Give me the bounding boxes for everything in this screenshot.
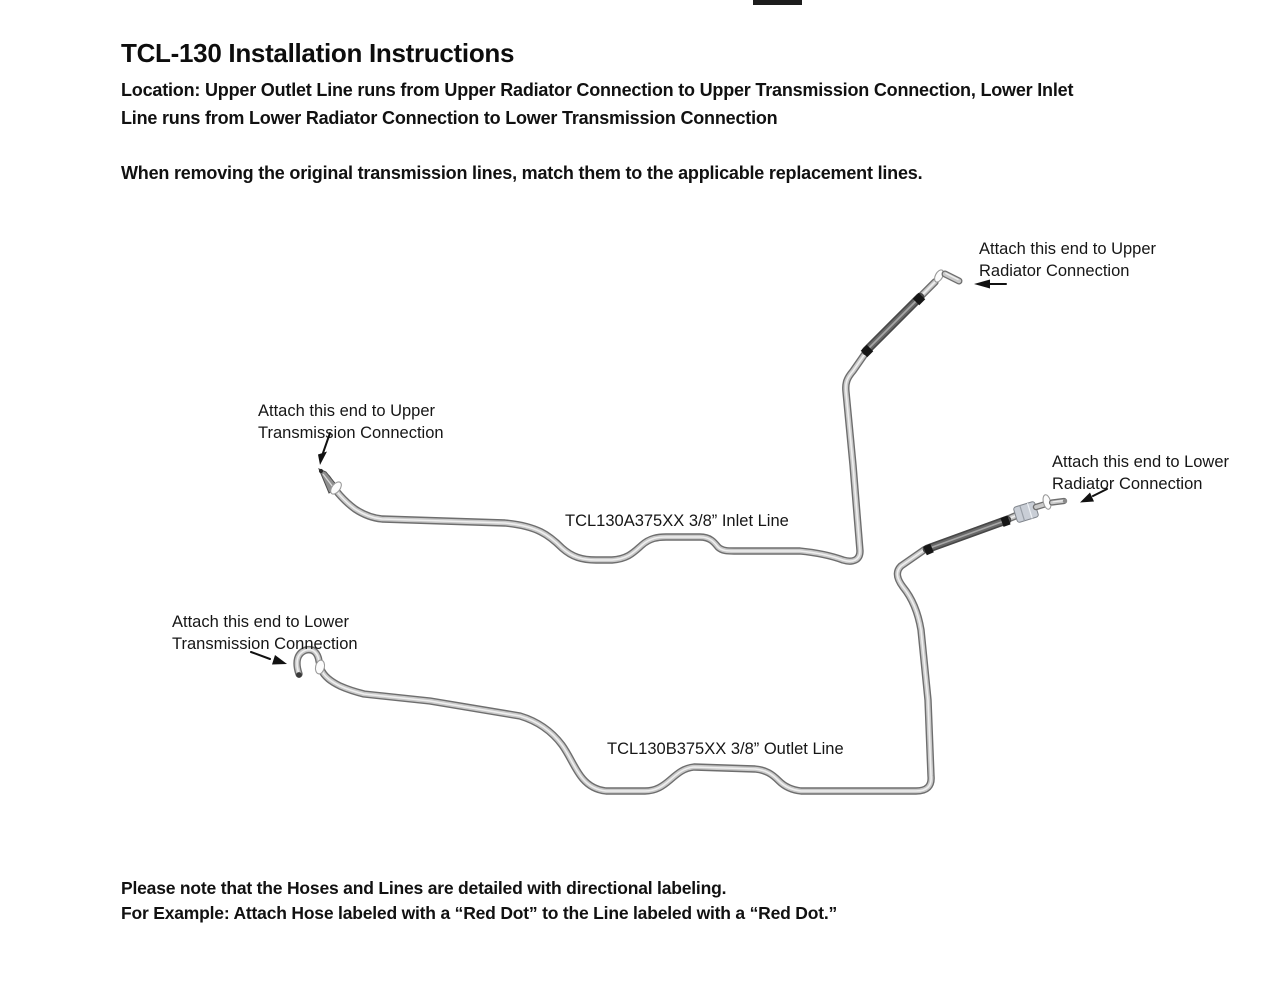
outlet-radiator-stub: [1048, 497, 1068, 506]
callout-lower-radiator-line2: Radiator Connection: [1052, 475, 1203, 493]
inlet-part-label: TCL130A375XX 3/8” Inlet Line: [565, 512, 789, 530]
outlet-radiator-fitting: [1013, 494, 1068, 523]
callout-upper-radiator: Attach this end to Upper Radiator Connec…: [979, 238, 1156, 282]
footer-note-line2: For Example: Attach Hose labeled with a …: [121, 902, 838, 923]
callout-lower-radiator-line1: Attach this end to Lower: [1052, 453, 1230, 471]
upper-radiator-arrow-icon: [974, 279, 1007, 289]
inlet-radiator-stub: [934, 269, 963, 285]
callout-upper-radiator-line2: Radiator Connection: [979, 262, 1130, 280]
callout-lower-transmission-line2: Transmission Connection: [172, 635, 358, 653]
location-note-line2: Line runs from Lower Radiator Connection…: [121, 108, 778, 128]
inlet-radiator-grommet: [934, 269, 944, 283]
outlet-transmission-hook: [296, 659, 326, 678]
callout-arrows: [250, 279, 1108, 665]
outlet-flare-nut: [1013, 501, 1039, 523]
footer-note-line1: Please note that the Hoses and Lines are…: [121, 878, 727, 898]
inlet-grommet: [330, 481, 342, 495]
location-note: Location: Upper Outlet Line runs from Up…: [121, 76, 1073, 132]
outlet-part-label: TCL130B375XX 3/8” Outlet Line: [607, 740, 844, 758]
location-note-line1: Location: Upper Outlet Line runs from Up…: [121, 80, 1074, 100]
callout-upper-transmission: Attach this end to Upper Transmission Co…: [258, 400, 444, 444]
outlet-hook-tip: [296, 672, 302, 678]
lower-radiator-arrow-icon: [1080, 488, 1108, 503]
callout-lower-radiator: Attach this end to Lower Radiator Connec…: [1052, 451, 1229, 495]
inlet-line-drawing: [318, 269, 963, 561]
callout-lower-transmission-line1: Attach this end to Lower: [172, 613, 350, 631]
upper-transmission-arrow-icon: [318, 432, 331, 465]
page-title: TCL-130 Installation Instructions: [121, 38, 515, 68]
outlet-hose-braid: [925, 515, 1009, 556]
top-scan-artifact: [753, 0, 802, 5]
callout-upper-transmission-line2: Transmission Connection: [258, 424, 444, 442]
inlet-hose-braid: [860, 296, 926, 358]
removal-instruction: When removing the original transmission …: [121, 163, 923, 183]
outlet-grommet: [314, 659, 326, 675]
inlet-fitting-tip: [318, 468, 324, 474]
footer-note: Please note that the Hoses and Lines are…: [121, 876, 837, 925]
callout-upper-transmission-line1: Attach this end to Upper: [258, 402, 436, 420]
callout-upper-radiator-line1: Attach this end to Upper: [979, 240, 1157, 258]
callout-lower-transmission: Attach this end to Lower Transmission Co…: [172, 611, 358, 655]
inlet-transmission-fitting: [318, 468, 342, 495]
lower-transmission-arrow-icon: [250, 651, 287, 665]
outlet-line-drawing: [296, 494, 1068, 791]
